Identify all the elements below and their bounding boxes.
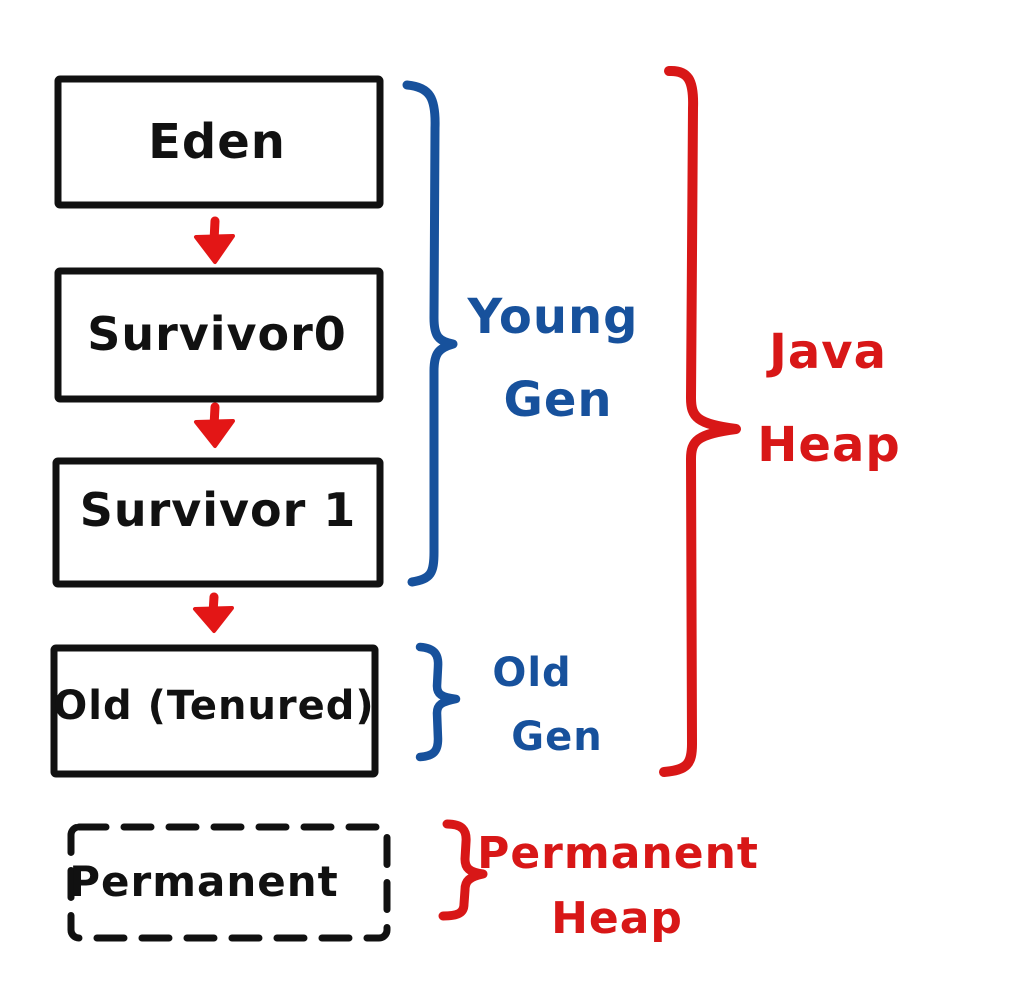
java-heap-label-line1: Java [769,324,887,380]
java-heap-label-line2: Heap [757,417,901,473]
permanent-heap-label-line1: Permanent [477,828,759,879]
old-gen-brace [415,642,461,762]
old-gen-box [50,644,379,778]
survivor1-label: Survivor 1 [79,483,357,537]
old-gen-box-label: Old (Tenured) [53,683,375,729]
permanent-heap-brace [438,819,488,921]
permanent-box-label: Permanent [69,857,339,906]
survivor1-box [52,457,384,588]
survivor0-box [54,267,384,403]
arrow-down-icon-2 [194,402,235,448]
eden-label: Eden [148,114,286,170]
permanent-box-dashed [67,823,391,942]
arrow-down-icon-1 [194,216,235,264]
young-gen-label-line1: Young [467,289,639,345]
arrow-down-icon-3 [193,592,234,633]
old-gen-label-line2: Gen [511,714,603,760]
eden-box [54,75,384,209]
young-gen-label-line2: Gen [503,372,613,428]
survivor0-label: Survivor0 [87,307,347,361]
flow-arrows [193,216,235,633]
old-gen-label-line1: Old [492,650,572,696]
java-heap-brace [659,65,741,777]
young-gen-brace [402,80,458,587]
permanent-heap-label-line2: Heap [551,893,683,944]
